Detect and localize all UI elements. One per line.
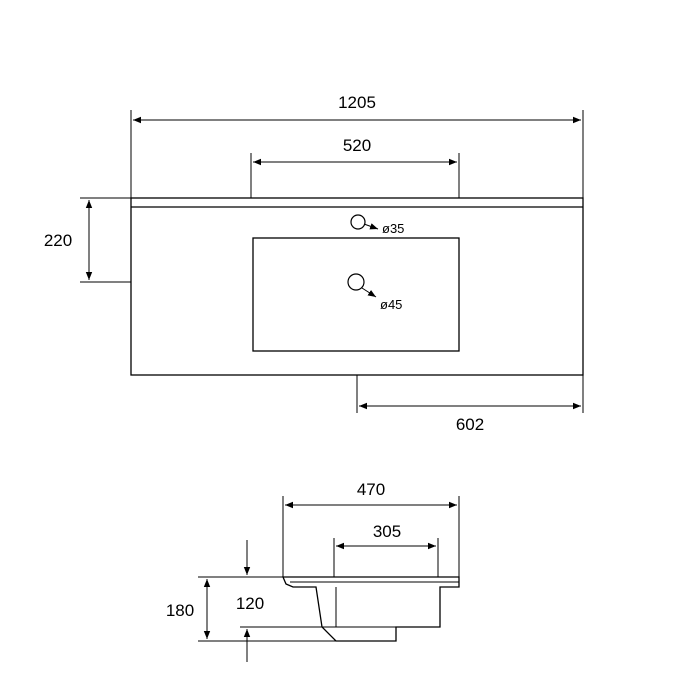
tap-span-label: 520: [343, 136, 371, 155]
drain-hole: [347, 273, 365, 291]
tap-hole-leader: [363, 223, 379, 230]
side-profile-outline: [282, 576, 460, 642]
top-view: ø35 ø45 1205 520 220 602: [44, 93, 584, 434]
bowl-depth-label: 305: [373, 522, 401, 541]
basin-outline: [252, 237, 460, 352]
depth-label: 220: [44, 231, 72, 250]
overall-width-label: 1205: [338, 93, 376, 112]
total-height-label: 180: [166, 601, 194, 620]
tap-hole-label: ø35: [382, 221, 404, 236]
bowl-height-label: 120: [236, 594, 264, 613]
tap-hole: [350, 214, 366, 230]
drain-hole-leader: [361, 287, 377, 298]
side-view: 470 305 180 120: [166, 480, 460, 662]
overall-depth-label: 470: [357, 480, 385, 499]
drain-hole-label: ø45: [380, 297, 402, 312]
drain-offset-label: 602: [456, 415, 484, 434]
